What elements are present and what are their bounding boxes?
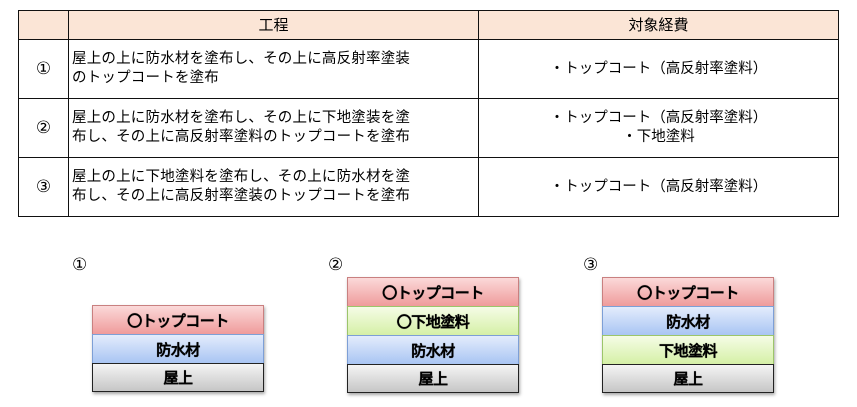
cost-item: ・トップコート（高反射率塗料）	[549, 178, 768, 195]
layer-undercoat: 〇下地塗料	[347, 306, 519, 335]
table-row: ③ 屋上の上に下地塗料を塗布し、その上に防水材を塗 布し、その上に高反射率塗装の…	[18, 157, 839, 217]
process-line: 屋上の上に防水材を塗布し、その上に高反射率塗装	[72, 51, 411, 67]
process-line: 屋上の上に下地塗料を塗布し、その上に防水材を塗	[72, 169, 411, 185]
layer-stack-1: 〇トップコート 防水材 屋上	[92, 305, 264, 392]
process-cost-table: 工程 対象経費 ① 屋上の上に防水材を塗布し、その上に高反射率塗装 のトップコー…	[18, 10, 839, 217]
layer-roof: 屋上	[92, 363, 264, 392]
header-cost: 対象経費	[478, 10, 839, 40]
layer-roof: 屋上	[602, 364, 774, 393]
table-header-row: 工程 対象経費	[18, 10, 839, 40]
cost-item: ・下地塗料	[622, 129, 695, 145]
header-process: 工程	[68, 10, 479, 40]
layer-undercoat: 下地塗料	[602, 335, 774, 364]
process-cell: 屋上の上に防水材を塗布し、その上に高反射率塗装 のトップコートを塗布	[68, 39, 479, 99]
layer-waterproof: 防水材	[347, 335, 519, 364]
table-row: ② 屋上の上に防水材を塗布し、その上に下地塗装を塗 布し、その上に高反射率塗料の…	[18, 98, 839, 158]
process-cell: 屋上の上に下地塗料を塗布し、その上に防水材を塗 布し、その上に高反射率塗装のトッ…	[68, 157, 479, 217]
layer-roof: 屋上	[347, 364, 519, 393]
cost-item: ・トップコート（高反射率塗料）	[549, 60, 768, 77]
layer-stack-2: 〇トップコート 〇下地塗料 防水材 屋上	[347, 277, 519, 393]
diagram-1-label: ①	[72, 255, 88, 275]
layer-topcoat: 〇トップコート	[92, 305, 264, 334]
diagram-3-label: ③	[583, 255, 599, 275]
header-no	[18, 10, 69, 40]
layer-stack-3: 〇トップコート 防水材 下地塗料 屋上	[602, 277, 774, 393]
row-number: ③	[18, 157, 69, 217]
table-row: ① 屋上の上に防水材を塗布し、その上に高反射率塗装 のトップコートを塗布 ・トッ…	[18, 39, 839, 99]
process-line: 屋上の上に防水材を塗布し、その上に下地塗装を塗	[72, 110, 411, 126]
layer-topcoat: 〇トップコート	[602, 277, 774, 306]
cost-item: ・トップコート（高反射率塗料）	[549, 110, 768, 126]
diagram-2-label: ②	[328, 255, 344, 275]
process-cell: 屋上の上に防水材を塗布し、その上に下地塗装を塗 布し、その上に高反射率塗料のトッ…	[68, 98, 479, 158]
row-number: ②	[18, 98, 69, 158]
cost-cell: ・トップコート（高反射率塗料） ・下地塗料	[478, 98, 839, 158]
process-line: 布し、その上に高反射率塗装のトップコートを塗布	[72, 188, 411, 204]
row-number: ①	[18, 39, 69, 99]
layer-waterproof: 防水材	[92, 334, 264, 363]
cost-cell: ・トップコート（高反射率塗料）	[478, 39, 839, 99]
process-line: 布し、その上に高反射率塗料のトップコートを塗布	[72, 129, 411, 145]
layer-waterproof: 防水材	[602, 306, 774, 335]
process-line: のトップコートを塗布	[72, 70, 219, 86]
cost-cell: ・トップコート（高反射率塗料）	[478, 157, 839, 217]
layer-topcoat: 〇トップコート	[347, 277, 519, 306]
